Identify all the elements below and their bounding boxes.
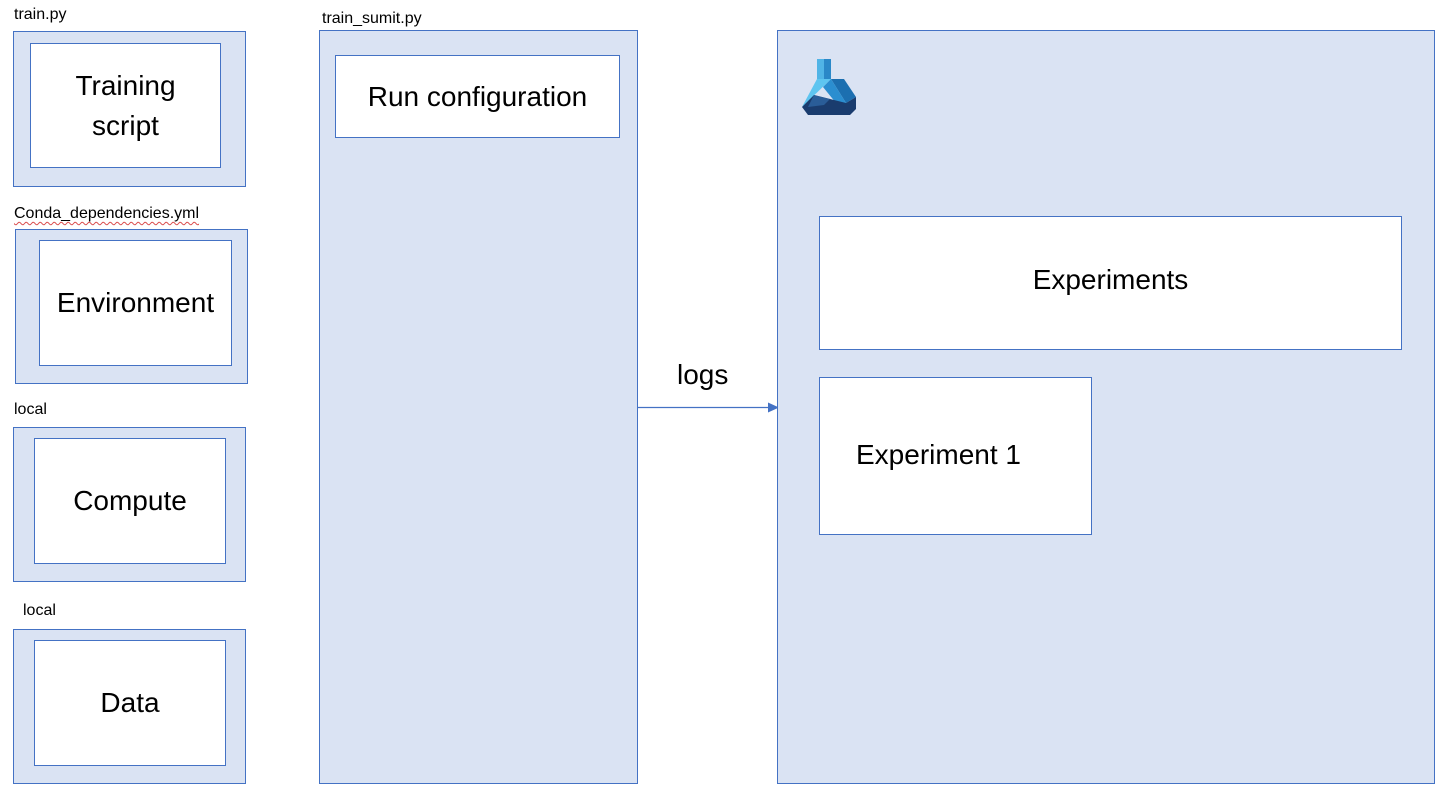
data-card[interactable]: Data [34, 640, 226, 766]
run-configuration-card[interactable]: Run configuration [335, 55, 620, 138]
training-script-card[interactable]: Training script [30, 43, 221, 168]
train-submit-caption: train_sumit.py [322, 10, 422, 27]
environment-panel: Environment [15, 229, 248, 384]
compute-local-caption: local [14, 401, 47, 418]
train-py-caption: train.py [14, 6, 67, 23]
train-submit-panel: Run configuration [319, 30, 638, 784]
environment-label: Environment [56, 287, 215, 318]
logs-arrow-head [768, 402, 779, 413]
compute-card[interactable]: Compute [34, 438, 226, 564]
logs-label: logs [677, 359, 729, 390]
environment-card[interactable]: Environment [39, 240, 232, 366]
workspace-panel: Experiments Experiment 1 [777, 30, 1435, 784]
conda-dependencies-caption: Conda_dependencies.yml [14, 205, 200, 222]
compute-label: Compute [73, 485, 187, 516]
azure-ml-flask-icon [802, 59, 856, 115]
experiment-1-label: Experiment 1 [856, 439, 1021, 470]
data-local-caption: local [23, 602, 56, 619]
experiments-label: Experiments [1032, 264, 1189, 295]
experiment-1-card[interactable]: Experiment 1 [819, 377, 1092, 535]
data-label: Data [100, 687, 160, 718]
run-configuration-label: Run configuration [367, 80, 588, 112]
training-script-label: Training script [75, 69, 176, 141]
compute-panel: Compute [13, 427, 246, 582]
training-script-panel: Training script [13, 31, 246, 187]
data-panel: Data [13, 629, 246, 784]
logs-arrow [638, 402, 779, 413]
experiments-card[interactable]: Experiments [819, 216, 1402, 350]
